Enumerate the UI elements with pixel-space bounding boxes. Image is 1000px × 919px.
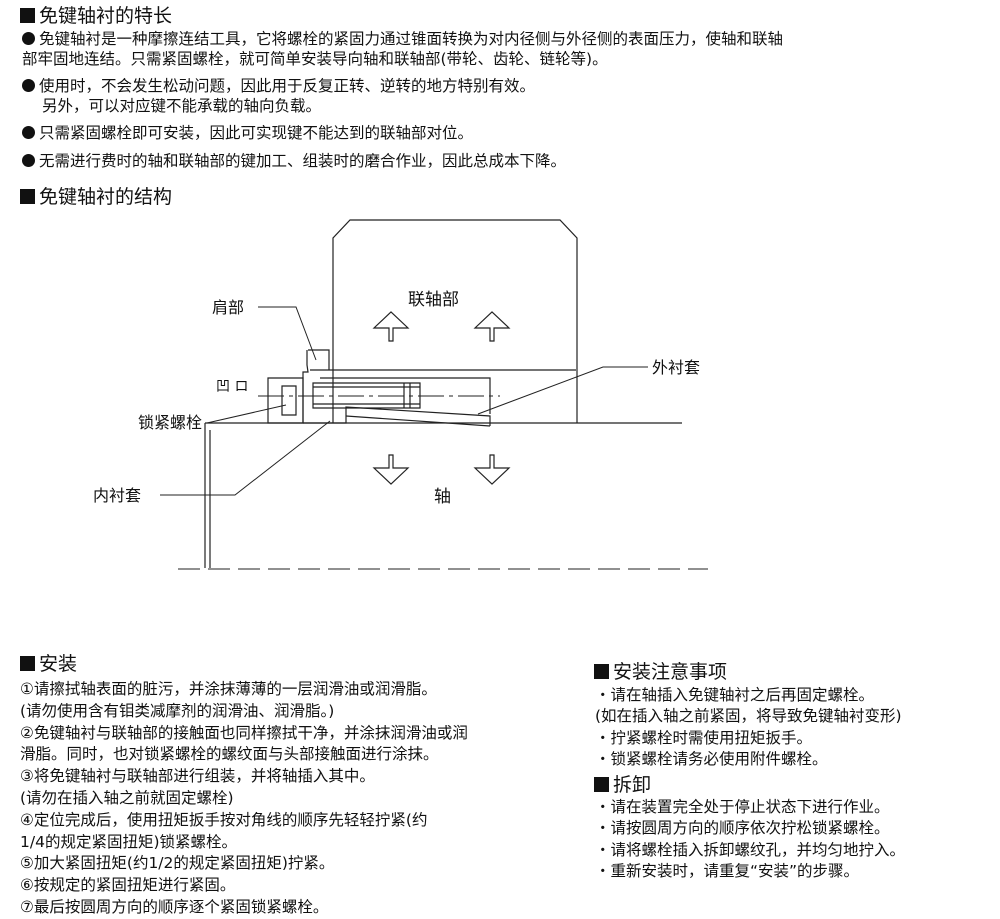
arrow-up-icon (372, 311, 410, 342)
installation-steps: ①请擦拭轴表面的脏污，并涂抹薄薄的一层润滑油或润滑脂。 (请勿使用含有钼类减摩剂… (20, 680, 468, 916)
square-bullet-icon (594, 664, 609, 679)
installation-title: 安装 (20, 652, 77, 676)
outer-sleeve-label: 外衬套 (652, 358, 700, 377)
coupling-body (332, 219, 578, 423)
arrow-down-icon (473, 454, 511, 485)
inner-sleeve (303, 416, 347, 424)
lock-bolt-label: 锁紧螺栓 (138, 413, 202, 432)
bullet-icon (22, 126, 35, 139)
inner-sleeve-label: 内衬套 (93, 486, 141, 505)
feature-bullet-1: 免键轴衬是一种摩擦连结工具，它将螺栓的紧固力通过锥面转换为对内径侧与外径侧的表面… (22, 30, 784, 68)
square-bullet-icon (20, 656, 35, 671)
feature-bullet-2: 使用时，不会发生松动问题，因此用于反复正转、逆转的地方特别有效。 另外，可以对应… (22, 76, 535, 116)
symbol-label: 凹 ロ (216, 379, 248, 395)
lock-bolt-leader (206, 404, 287, 424)
shoulder (302, 350, 309, 423)
shaft-label: 轴 (434, 487, 451, 507)
bolt-head (267, 377, 304, 424)
outer-sleeve-leader (477, 366, 648, 415)
inner-sleeve-leader (160, 420, 331, 496)
square-bullet-icon (20, 8, 35, 23)
feature-bullet-3: 只需紧固螺栓即可安装，因此可实现键不能达到的联轴部对位。 (22, 123, 473, 143)
structure-diagram: 联轴部 肩部 外衬套 凹 ロ 锁紧螺栓 轴 内衬套 (93, 219, 708, 570)
square-bullet-icon (20, 189, 35, 204)
shoulder-label: 肩部 (212, 298, 244, 317)
feature-bullet-4: 无需进行费时的轴和联轴部的键加工、组装时的磨合作业，因此总成本下降。 (22, 151, 566, 171)
lock-bolt (312, 382, 421, 409)
shoulder-leader (258, 306, 317, 361)
structure-title: 免键轴衬的结构 (20, 185, 172, 209)
bullet-icon (22, 79, 35, 92)
square-bullet-icon (594, 777, 609, 792)
features-title: 免键轴衬的特长 (20, 4, 172, 28)
arrow-up-icon (473, 311, 511, 342)
removal-title: 拆卸 (594, 773, 651, 797)
removal-list: ・请在装置完全处于停止状态下进行作业。 ・请按圆周方向的顺序依次拧松锁紧螺栓。 … (595, 798, 906, 880)
precautions-title: 安装注意事项 (594, 660, 727, 684)
coupling-label: 联轴部 (408, 290, 459, 310)
bullet-icon (22, 154, 35, 167)
arrow-down-icon (372, 454, 410, 485)
precautions-list: ・请在轴插入免键轴衬之后再固定螺栓。 (如在插入轴之前紧固，将导致免键轴衬变形)… (595, 686, 902, 768)
bullet-icon (22, 32, 35, 45)
